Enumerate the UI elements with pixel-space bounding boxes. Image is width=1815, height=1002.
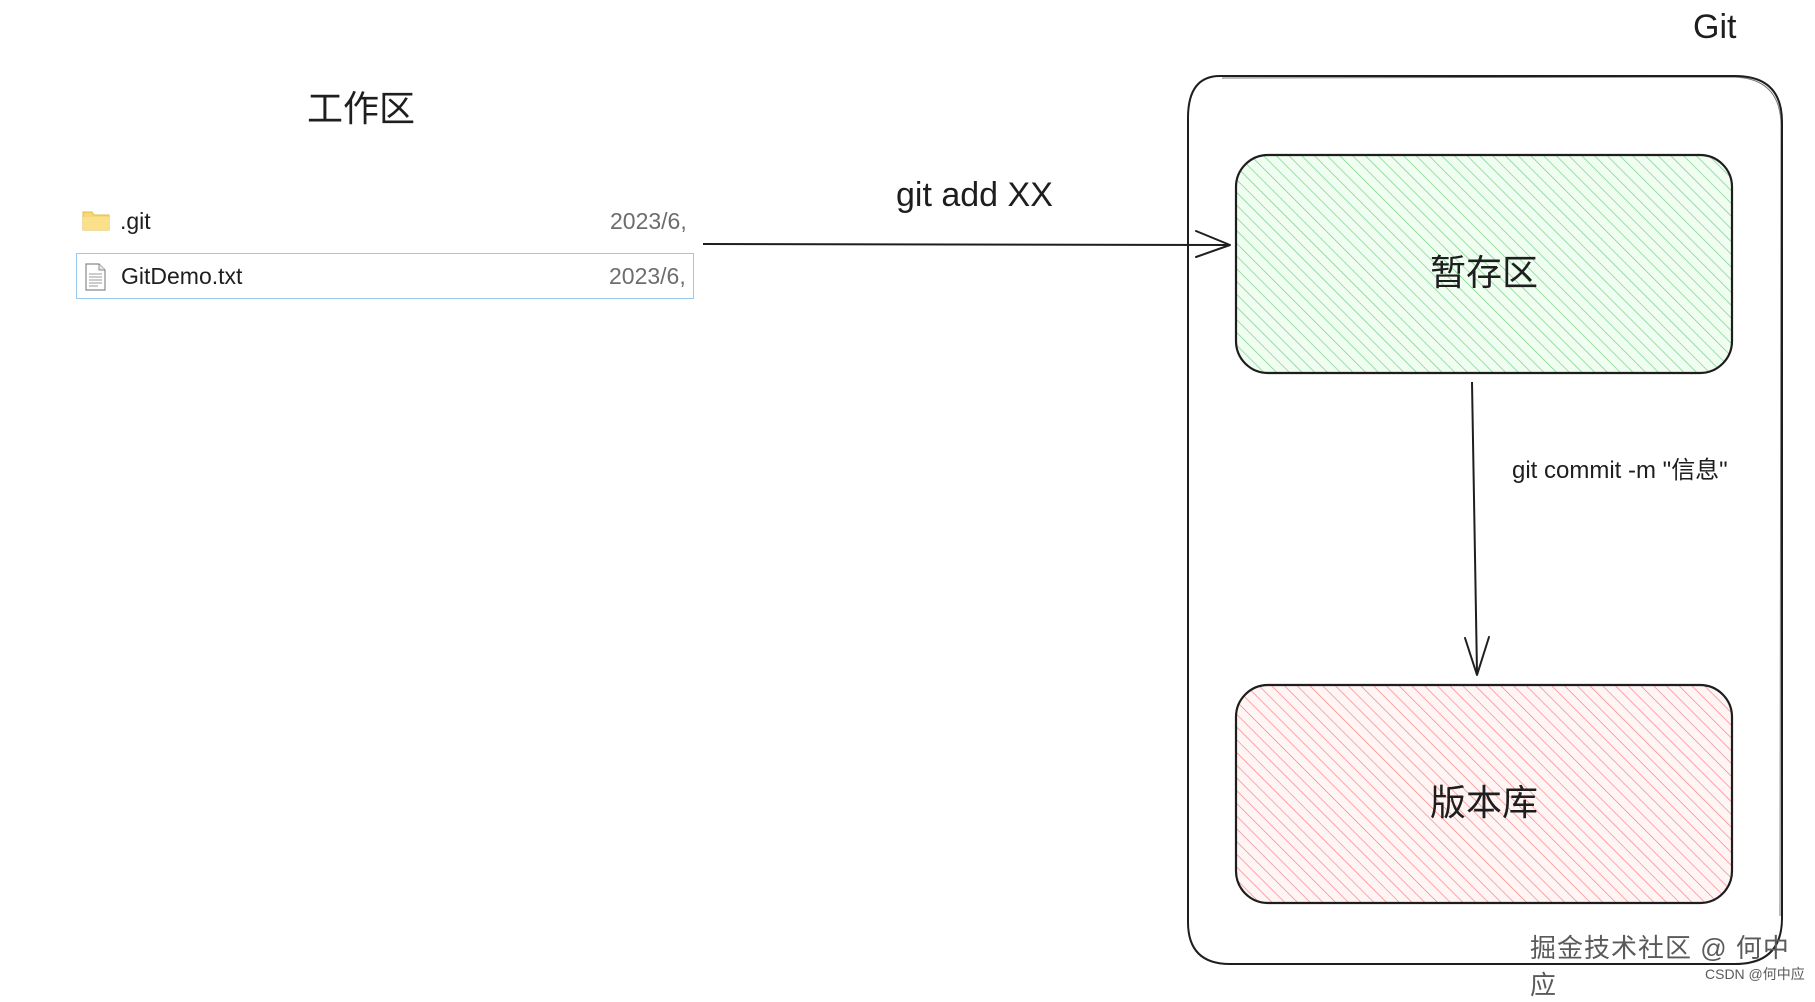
file-date: 2023/6, [609, 262, 686, 289]
file-date: 2023/6, [610, 207, 687, 234]
git-add-arrow [702, 230, 1231, 258]
git-title: Git [1693, 8, 1737, 46]
git-container [1187, 75, 1783, 965]
repository-box [1234, 683, 1734, 905]
staging-area-box [1234, 153, 1734, 375]
workspace-title: 工作区 [307, 88, 416, 129]
file-name: GitDemo.txt [121, 262, 243, 289]
text-file-icon [83, 263, 111, 291]
watermark-secondary: CSDN @何中应 [1705, 966, 1805, 982]
staging-area-label: 暂存区 [1429, 252, 1538, 293]
git-add-label: git add XX [896, 176, 1053, 214]
file-row-gitdemo-txt[interactable]: GitDemo.txt 2023/6, [76, 253, 694, 299]
repository-label: 版本库 [1429, 782, 1538, 823]
file-name: .git [120, 207, 151, 234]
git-commit-label: git commit -m "信息" [1512, 457, 1728, 484]
file-row-git-folder[interactable]: .git 2023/6, [76, 198, 694, 244]
folder-icon [82, 208, 110, 234]
git-commit-arrow [1464, 381, 1490, 676]
